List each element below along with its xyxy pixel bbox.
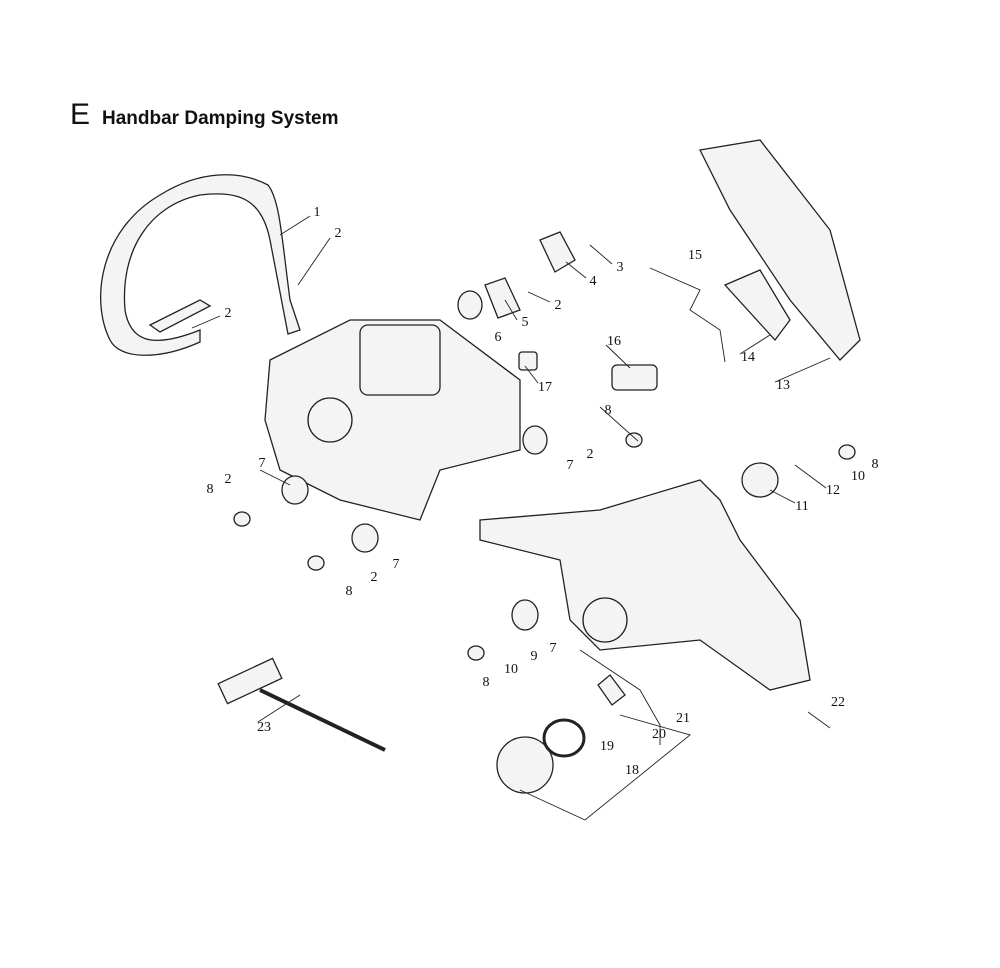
damper-7b [351, 523, 379, 553]
callout-6: 6 [494, 330, 502, 345]
plug-8c [625, 432, 643, 448]
callout-2: 2 [370, 570, 378, 585]
callout-10: 10 [504, 662, 518, 677]
callout-8: 8 [482, 675, 490, 690]
callout-9: 9 [530, 649, 538, 664]
callout-8: 8 [604, 403, 612, 418]
callout-2: 2 [586, 447, 594, 462]
callout-2: 2 [224, 306, 232, 321]
tool-part-23 [217, 657, 283, 705]
callout-7: 7 [392, 557, 400, 572]
callout-8: 8 [206, 482, 214, 497]
callout-7: 7 [566, 458, 574, 473]
callout-4: 4 [589, 274, 597, 289]
callout-10: 10 [851, 469, 865, 484]
bracket-part-14 [723, 269, 791, 342]
callout-19: 19 [600, 739, 614, 754]
plug-8d [838, 444, 856, 460]
rear-handle-part [479, 479, 811, 691]
callout-13: 13 [776, 378, 790, 393]
part-6 [457, 290, 483, 320]
handlebar-bracket [148, 299, 212, 333]
callout-2: 2 [334, 226, 342, 241]
callout-5: 5 [521, 315, 529, 330]
damper-7d [522, 425, 548, 455]
wire-part-15 [649, 267, 726, 363]
callout-8: 8 [345, 584, 353, 599]
oring-part-19 [542, 718, 586, 758]
callout-8: 8 [871, 457, 879, 472]
plug-8e [467, 645, 485, 661]
callout-1: 1 [313, 205, 321, 220]
cap-part-18 [496, 736, 554, 794]
callout-14: 14 [741, 350, 755, 365]
section-letter: E [70, 98, 91, 131]
callout-2: 2 [554, 298, 562, 313]
plug-8a [233, 511, 251, 527]
damper-7a [281, 475, 309, 505]
page-title: Handbar Damping System [102, 108, 339, 129]
callout-23: 23 [257, 720, 271, 735]
handlebar-part [100, 174, 301, 356]
callout-17: 17 [538, 380, 552, 395]
callout-2: 2 [224, 472, 232, 487]
callout-7: 7 [549, 641, 557, 656]
crankcase-part [264, 319, 521, 521]
damper-11 [741, 462, 779, 498]
callout-3: 3 [616, 260, 624, 275]
part-4 [539, 231, 576, 273]
part-17 [518, 351, 538, 371]
part-5 [484, 277, 521, 319]
callout-18: 18 [625, 763, 639, 778]
callout-20: 20 [652, 727, 666, 742]
callout-22: 22 [831, 695, 845, 710]
callout-7: 7 [258, 456, 266, 471]
callout-15: 15 [688, 248, 702, 263]
callout-21: 21 [676, 711, 690, 726]
plug-8b [307, 555, 325, 571]
leader-lines [191, 215, 831, 821]
part-16 [611, 364, 658, 391]
callout-16: 16 [607, 334, 621, 349]
cylinder-part [359, 324, 441, 396]
callout-12: 12 [826, 483, 840, 498]
cover-part [699, 139, 861, 361]
damper-7c [511, 599, 539, 631]
callout-11: 11 [795, 499, 809, 514]
part-21 [597, 674, 626, 706]
